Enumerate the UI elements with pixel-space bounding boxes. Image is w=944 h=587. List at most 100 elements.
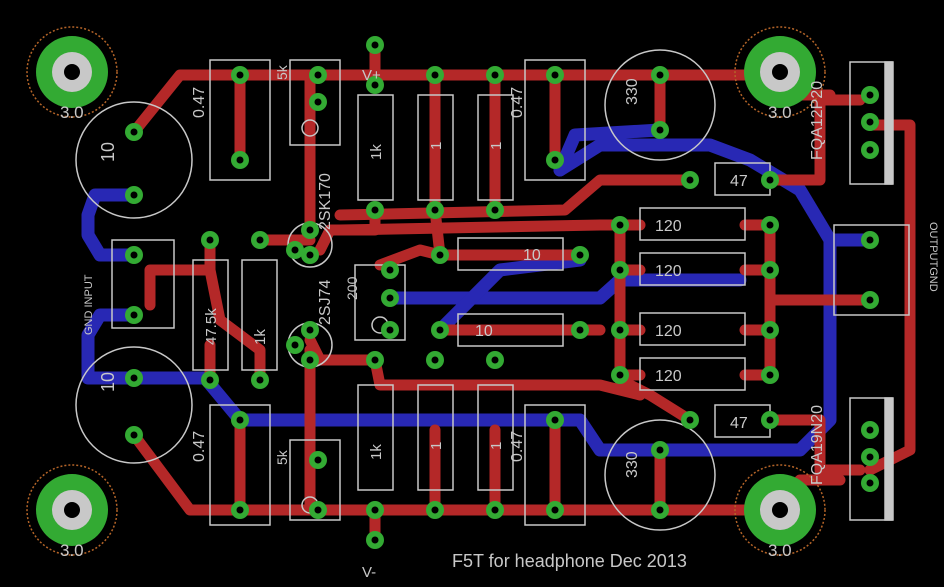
pad-hole — [371, 81, 379, 89]
pad-hole — [371, 41, 379, 49]
pad-hole — [866, 479, 874, 487]
res-1k-mid-label: 1k — [252, 329, 269, 345]
pad-hole — [656, 126, 664, 134]
pad-hole — [656, 71, 664, 79]
res-120-4-label: 120 — [655, 368, 682, 385]
jfet-bottom-label: 2SJ74 — [317, 280, 334, 325]
mount-hole-label: 3.0 — [768, 541, 792, 560]
pad-hole — [866, 91, 874, 99]
res-120-1-label: 120 — [655, 218, 682, 235]
board-footer-title: F5T for headphone Dec 2013 — [452, 551, 687, 571]
pad-hole — [436, 326, 444, 334]
res-120-2-label: 120 — [655, 263, 682, 280]
pad-hole — [616, 266, 624, 274]
pad-hole — [206, 236, 214, 244]
res-1-top-a-label: 1 — [428, 142, 445, 150]
output-connector-label: OUTPUTGND — [927, 222, 939, 292]
res-1k-top-label: 1k — [368, 144, 385, 160]
pad-hole — [431, 506, 439, 514]
res-1k-bottom-label: 1k — [368, 444, 385, 460]
pad-hole — [576, 326, 584, 334]
pad-hole — [306, 356, 314, 364]
pad-hole — [766, 221, 774, 229]
mount-hole-bottom-left — [36, 474, 108, 546]
res-10-lower-label: 10 — [475, 323, 493, 340]
mount-hole-top-right — [744, 36, 816, 108]
pad-hole — [291, 341, 299, 349]
mosfet-top-label: FQA12P20 — [809, 81, 826, 160]
pad-hole — [236, 506, 244, 514]
pad-hole — [551, 416, 559, 424]
pad-hole — [206, 376, 214, 384]
pad-hole — [766, 326, 774, 334]
pad-hole — [656, 506, 664, 514]
pad-hole — [130, 374, 138, 382]
pot-5k-top-label: 5k — [274, 64, 290, 80]
pad-hole — [236, 416, 244, 424]
res-1-top-b-label: 1 — [488, 142, 505, 150]
pad-hole — [431, 206, 439, 214]
cap-input-top-label: 10 — [98, 142, 118, 162]
pad-hole — [386, 294, 394, 302]
mount-hole-bottom-right — [744, 474, 816, 546]
top-layer-traces — [128, 39, 916, 546]
pad-hole — [371, 536, 379, 544]
cap-330-bottom-label: 330 — [624, 451, 641, 478]
silkscreen-labels: 3.0 3.0 3.0 3.0 V+ V- 10 10 0.47 0.47 0.… — [60, 64, 939, 581]
pad-hole — [616, 326, 624, 334]
res-475k-label: 47.5k — [203, 308, 220, 345]
res-120-3-label: 120 — [655, 323, 682, 340]
pad-hole — [314, 71, 322, 79]
pad-hole — [491, 506, 499, 514]
pad-hole — [616, 221, 624, 229]
pad-hole — [306, 326, 314, 334]
pad-hole — [551, 506, 559, 514]
cap-input-bottom-label: 10 — [98, 372, 118, 392]
res-1-bottom-a-label: 1 — [428, 442, 445, 450]
cap-047-top-left-label: 0.47 — [191, 87, 208, 118]
pad-hole — [130, 251, 138, 259]
pad-hole — [866, 296, 874, 304]
pad-hole — [766, 266, 774, 274]
pad-hole — [551, 71, 559, 79]
cap-047-top-right-label: 0.47 — [509, 87, 526, 118]
component-pads — [125, 36, 879, 549]
pad-hole — [866, 426, 874, 434]
jfet-top-label: 2SK170 — [317, 173, 334, 230]
pad-hole — [291, 246, 299, 254]
pad-hole — [314, 98, 322, 106]
pad-hole — [386, 326, 394, 334]
pad-hole — [866, 146, 874, 154]
pad-hole — [236, 156, 244, 164]
vminus-label: V- — [362, 564, 376, 581]
pad-hole — [866, 118, 874, 126]
mosfet-bottom-label: FQA19N20 — [809, 405, 826, 485]
pad-hole — [130, 128, 138, 136]
res-1-bottom-b-label: 1 — [488, 442, 505, 450]
pad-hole — [371, 506, 379, 514]
mount-hole-label: 3.0 — [60, 541, 84, 560]
pad-hole — [371, 356, 379, 364]
pad-hole — [616, 371, 624, 379]
cap-330-top-label: 330 — [624, 78, 641, 105]
pad-hole — [576, 251, 584, 259]
pad-hole — [130, 311, 138, 319]
vplus-label: V+ — [362, 67, 381, 84]
res-10-upper-label: 10 — [523, 247, 541, 264]
pad-hole — [236, 71, 244, 79]
pad-hole — [866, 236, 874, 244]
mount-hole-label: 3.0 — [768, 103, 792, 122]
pad-hole — [766, 176, 774, 184]
input-connector-label: GND INPUT — [83, 274, 95, 335]
pot-200-label: 200 — [344, 276, 360, 300]
pad-hole — [686, 416, 694, 424]
mount-hole-top-left — [36, 36, 108, 108]
mount-hole-label: 3.0 — [60, 103, 84, 122]
mount-holes — [36, 36, 816, 546]
res-47-top-label: 47 — [730, 173, 748, 190]
pad-hole — [766, 371, 774, 379]
pad-hole — [491, 206, 499, 214]
cap-047-bottom-right-label: 0.47 — [509, 431, 526, 462]
pad-hole — [766, 416, 774, 424]
